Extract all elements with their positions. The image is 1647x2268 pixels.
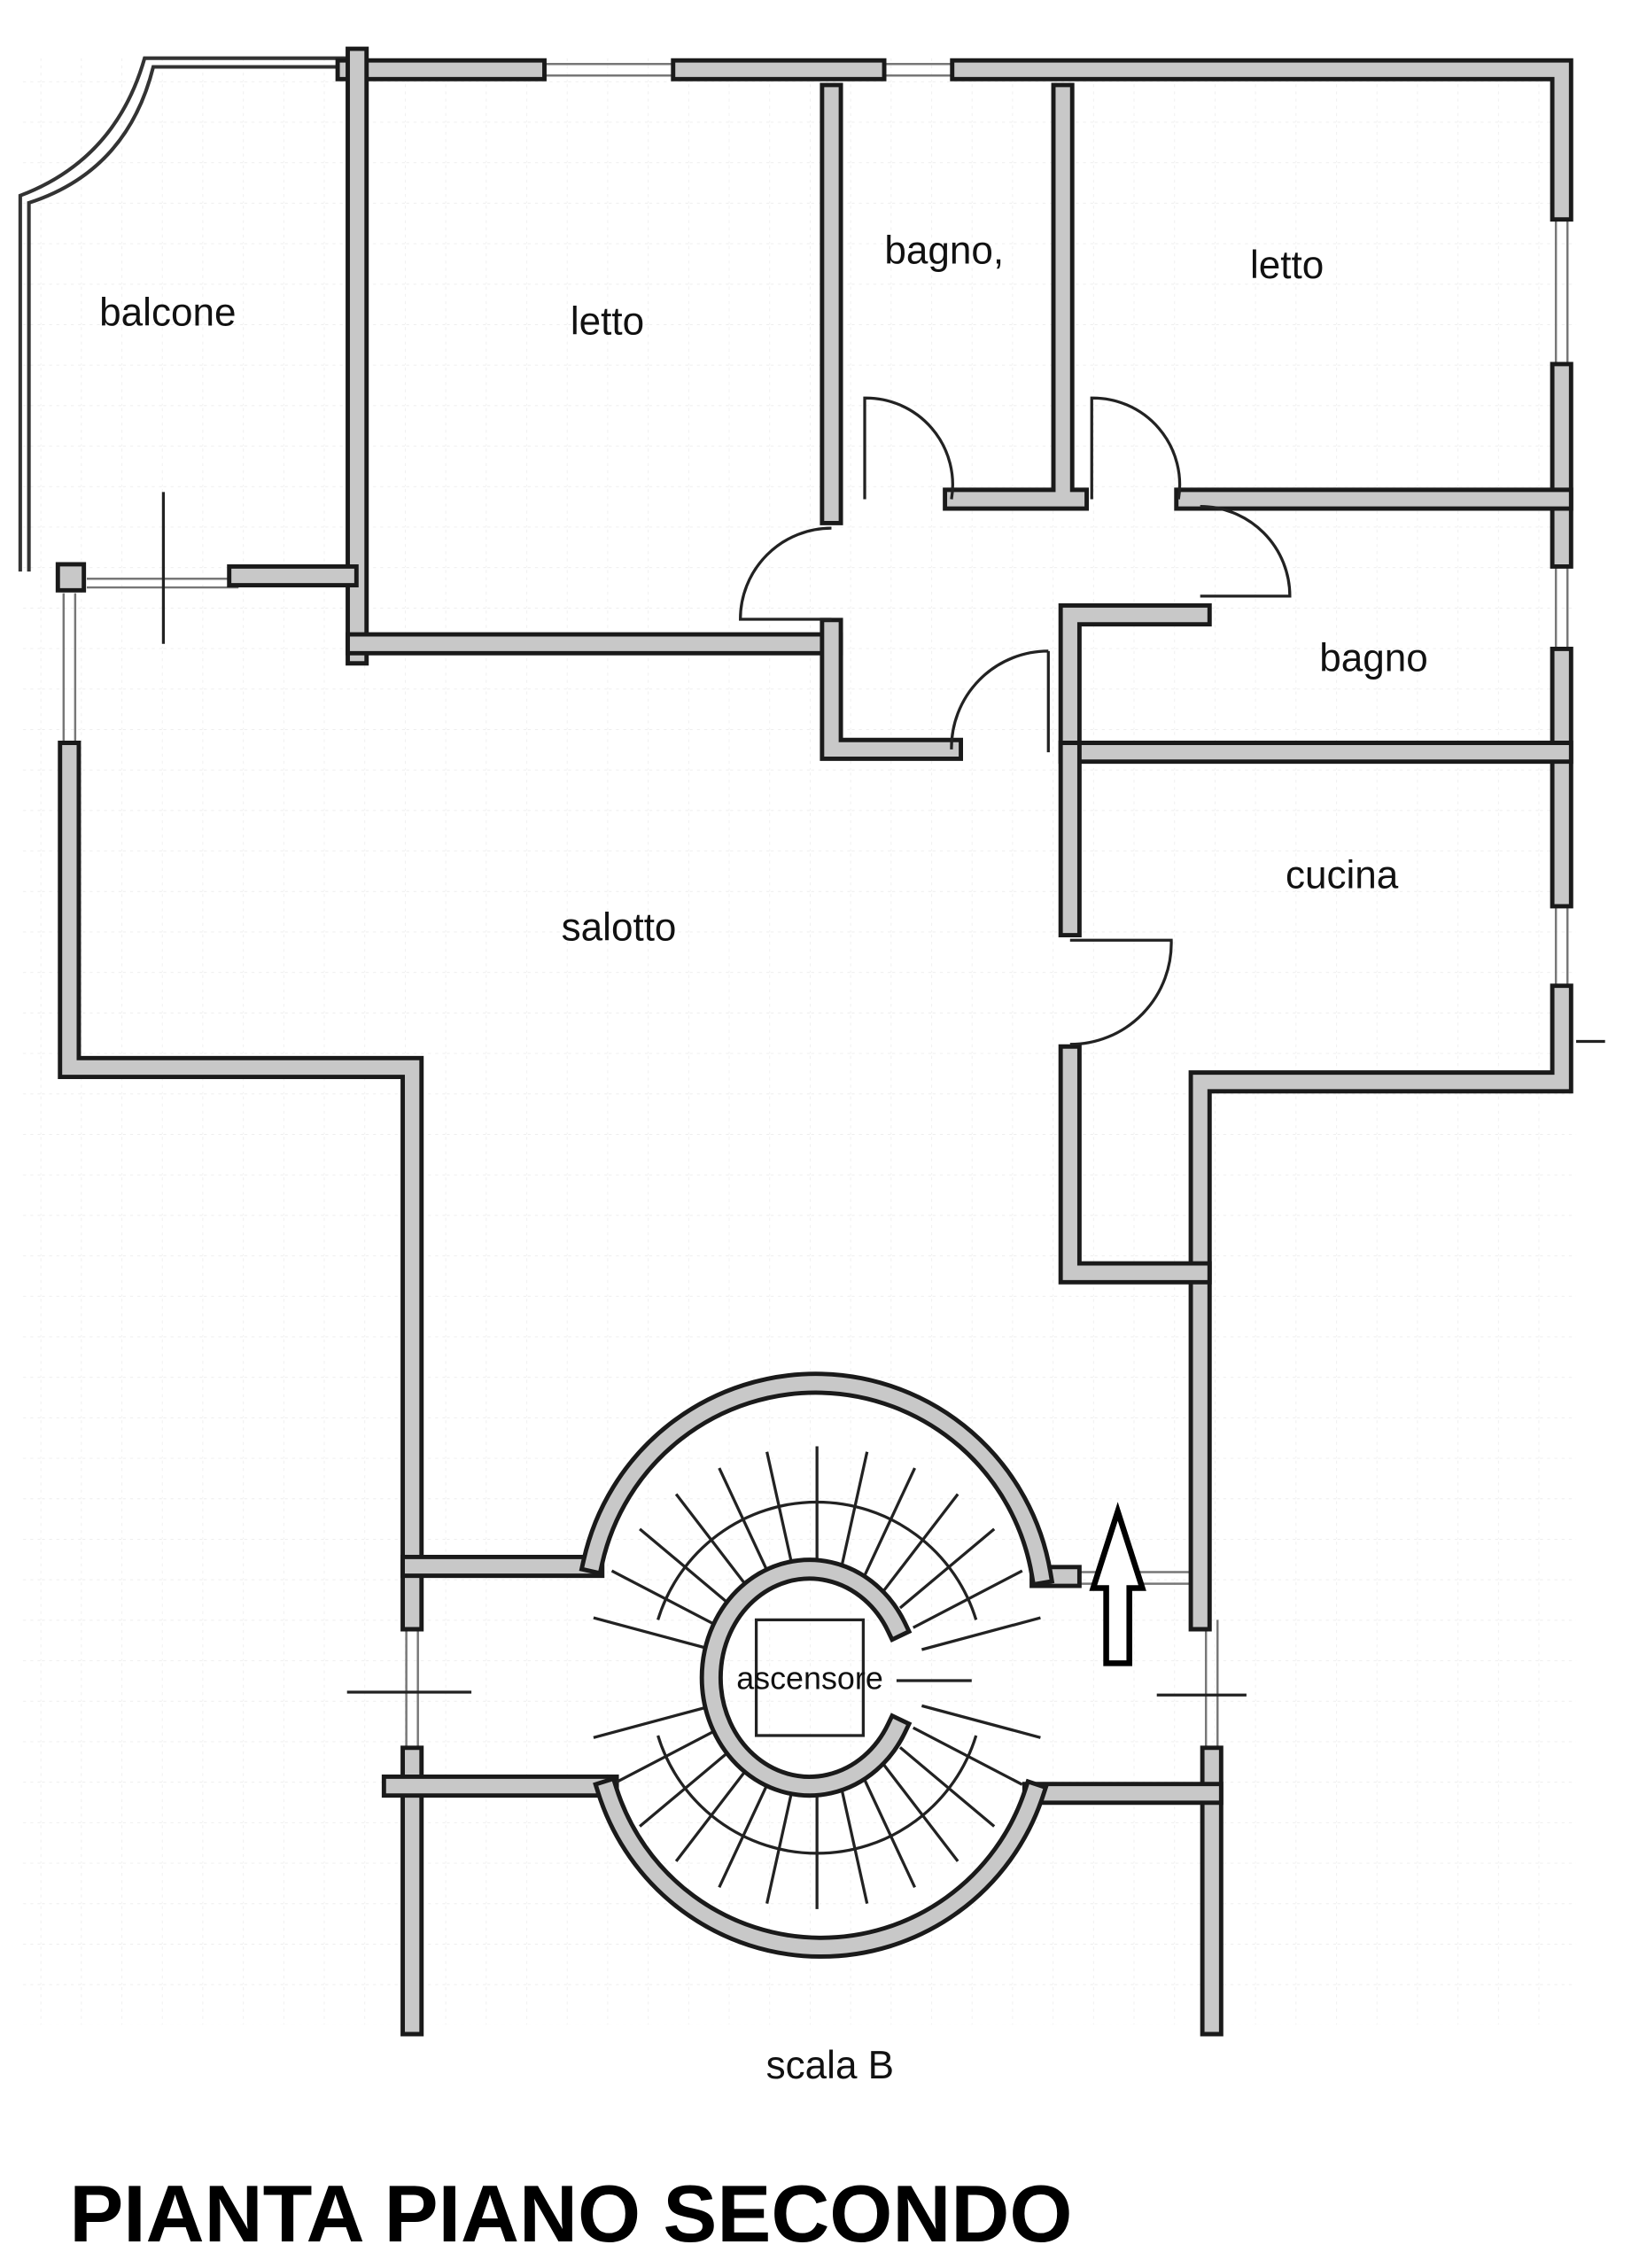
room-label-bagno-2: bagno xyxy=(1319,637,1427,680)
door-bagno xyxy=(863,396,954,500)
room-label-balcone: balcone xyxy=(99,291,236,335)
background-grid xyxy=(21,58,1577,2025)
walls xyxy=(55,46,1573,2037)
door-letto xyxy=(1090,396,1182,500)
room-label-scala: scala B xyxy=(766,2044,894,2087)
door-cucina xyxy=(1069,938,1173,1046)
door-letto-left xyxy=(739,526,832,621)
balcony-outline xyxy=(18,56,347,572)
room-label-letto-1: letto xyxy=(571,299,644,343)
room-label-cucina: cucina xyxy=(1286,854,1399,897)
room-label-salotto: salotto xyxy=(562,905,677,949)
up-arrow-icon xyxy=(1089,1502,1146,1666)
spiral-staircase xyxy=(579,1371,1055,1959)
windows xyxy=(62,62,1605,1758)
room-label-ascensore: ascensore xyxy=(736,1661,883,1697)
room-label-letto-2: letto xyxy=(1250,244,1324,287)
elevator xyxy=(754,1618,866,1737)
room-label-bagno-1: bagno, xyxy=(884,229,1004,272)
door-corridor xyxy=(950,649,1050,753)
plan-title: PIANTA PIANO SECONDO xyxy=(69,2169,1072,2259)
doors xyxy=(739,396,1292,1046)
door-bagno-2 xyxy=(1200,505,1292,598)
